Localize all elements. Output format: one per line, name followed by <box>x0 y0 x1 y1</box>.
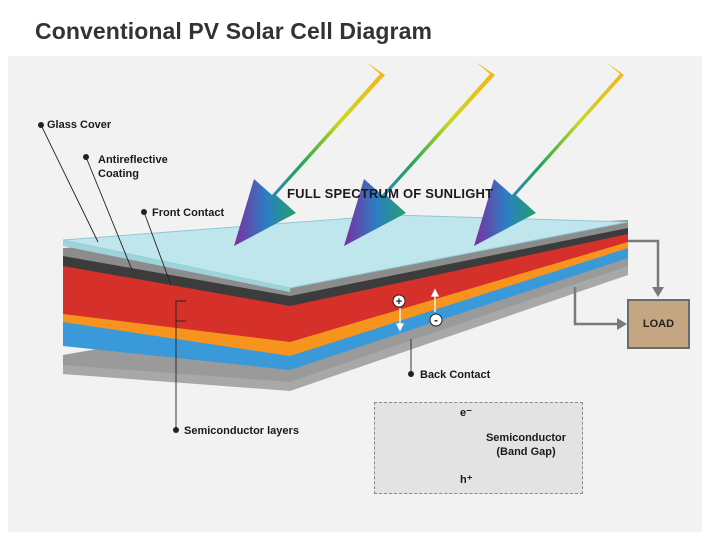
band-gap-inset <box>374 402 583 494</box>
negative-charge-symbol: - <box>434 313 438 327</box>
sunlight-arrow-2 <box>344 62 495 246</box>
sunlight-arrow-3 <box>474 62 624 246</box>
antireflective-leader <box>85 156 133 271</box>
front-contact-label: Front Contact <box>152 207 225 219</box>
sunlight-arrow-1 <box>234 62 385 246</box>
page-title: Conventional PV Solar Cell Diagram <box>35 18 433 44</box>
semiconductor-layers-label: Semiconductor layers <box>184 425 299 437</box>
band-gap-caption-line2: (Band Gap) <box>496 446 556 458</box>
carrier-arrows <box>395 288 440 332</box>
antireflective-label-line2: Coating <box>98 168 139 180</box>
electron-label: e⁻ <box>460 407 472 419</box>
positive-charge-symbol: + <box>396 296 402 308</box>
leader-dots <box>38 122 414 433</box>
load-label: LOAD <box>642 318 675 330</box>
load-wire-top <box>628 239 660 289</box>
negative-charge-icon <box>429 313 443 327</box>
glass-cover-front-edge <box>63 240 290 292</box>
glass-cover-label: Glass Cover <box>47 119 112 131</box>
leader-lines <box>40 124 412 428</box>
back-contact-label: Back Contact <box>420 369 491 381</box>
load-wire-bottom-arrowhead <box>617 318 627 330</box>
band-gap-caption: Semiconductor (Band Gap) <box>476 431 576 459</box>
load-wire-top-arrowhead <box>652 287 664 297</box>
positive-charge-icon <box>392 294 406 308</box>
load-circuit-wires <box>573 239 660 326</box>
load-box: LOAD <box>627 299 690 349</box>
band-gap-caption-line1: Semiconductor <box>485 432 567 444</box>
front-contact-leader <box>143 211 172 286</box>
sunlight-arrows <box>234 62 624 246</box>
glass-cover-leader <box>40 124 99 243</box>
semiconductor-layers-leader <box>175 300 186 428</box>
hole-label: h⁺ <box>460 474 473 486</box>
sunlight-label: FULL SPECTRUM OF SUNLIGHT <box>287 186 494 201</box>
load-wire-bottom <box>573 287 618 326</box>
antireflective-label-line1: Antireflective <box>98 154 168 166</box>
